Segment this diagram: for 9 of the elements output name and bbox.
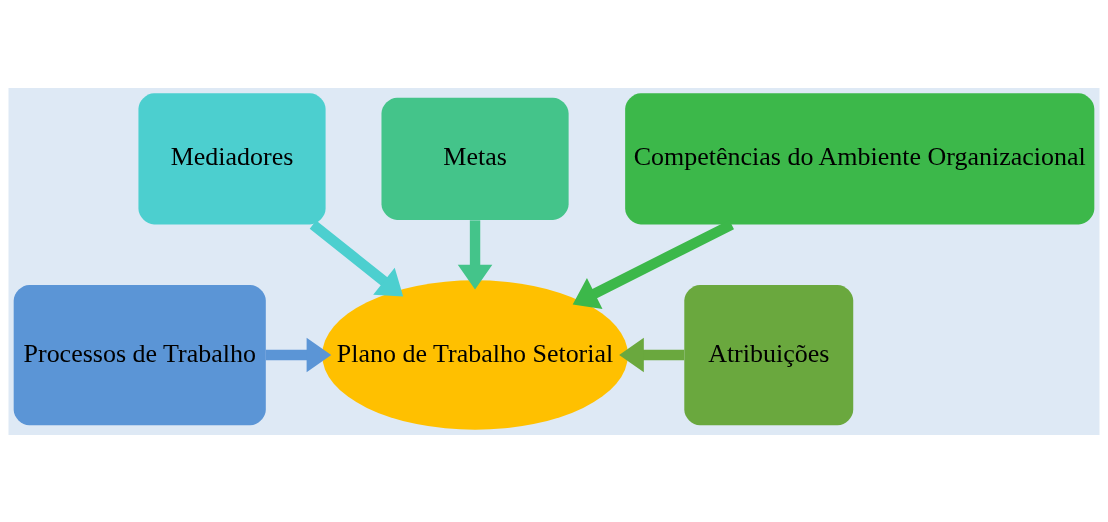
node-box: Competências do Ambiente Organizacional xyxy=(625,92,1095,224)
arrow xyxy=(457,219,493,289)
node-box: Metas xyxy=(381,97,569,220)
node-box: Mediadores xyxy=(138,92,326,224)
arrow xyxy=(265,337,332,372)
arrow xyxy=(309,220,404,297)
arrow xyxy=(619,337,685,372)
node-box: Atribuições xyxy=(684,284,854,425)
node-box: Processos de Trabalho xyxy=(13,284,266,425)
